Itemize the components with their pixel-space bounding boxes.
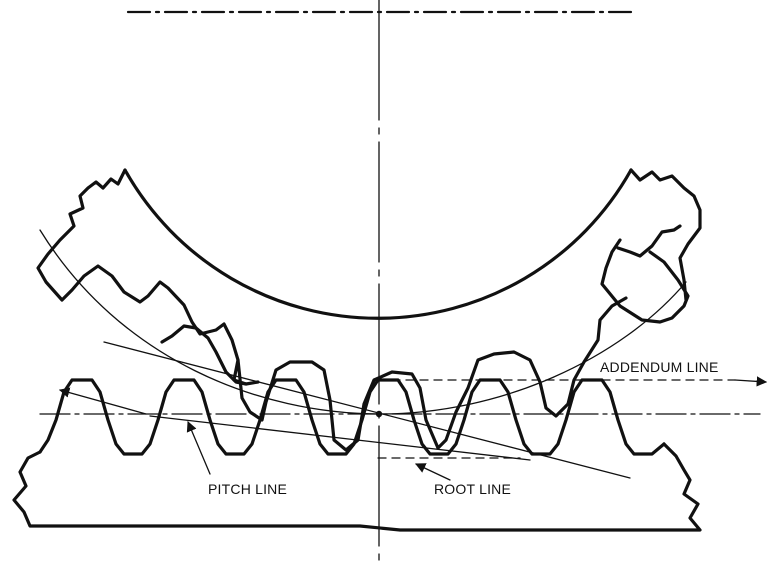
- addendum-line-label: ADDENDUM LINE: [600, 359, 719, 375]
- pitch-line-leader-2: [58, 387, 147, 415]
- pitch-line-leader: [186, 421, 211, 475]
- line-of-action-1: [103, 341, 631, 479]
- pitch-line-label: PITCH LINE: [208, 481, 287, 497]
- line-of-action-2: [149, 415, 531, 461]
- addendum-line-arrow: [734, 376, 768, 387]
- pitch-point: [375, 410, 383, 418]
- pinion-inner-arc: [123, 168, 633, 320]
- rack-teeth: [38, 378, 666, 456]
- pitch-circle-arc: [39, 229, 687, 415]
- root-line-label: ROOT LINE: [434, 481, 511, 497]
- pinion-mesh-teeth: [160, 296, 628, 452]
- root-line-leader: [415, 463, 451, 481]
- pinion-toothed-rim: [36, 168, 702, 386]
- rack-body: [12, 442, 702, 532]
